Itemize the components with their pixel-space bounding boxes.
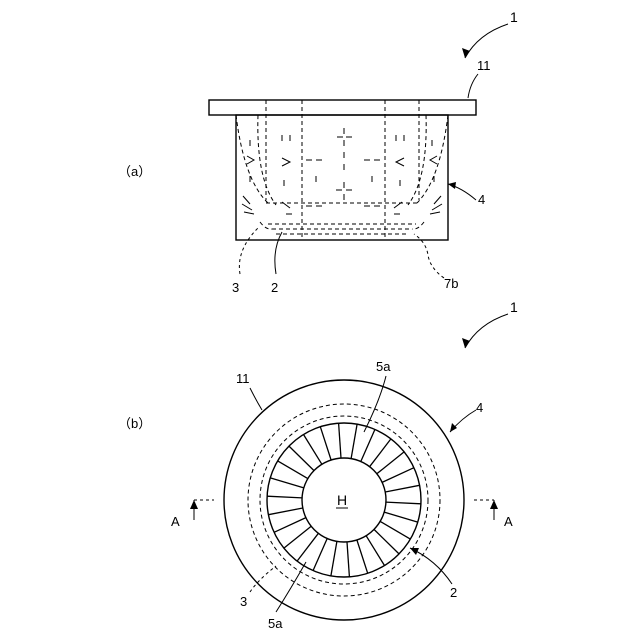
radial-fin [366,536,384,566]
radial-fin [374,529,399,554]
figure-b: （b） 1 H 11 5a 4 A [118,299,518,631]
figure-b-ref-11: 11 [236,371,250,386]
figure-a-ref-4: 4 [478,192,485,207]
radial-fin [304,435,322,465]
figure-b-ref-5a-top: 5a [376,359,391,374]
figure-a-ref-2: 2 [271,280,278,295]
radial-fin [384,512,418,522]
radial-fin [284,526,311,548]
figure-b-ref-1-arrowhead [462,338,470,348]
figure-a-ref-11-leader [468,74,478,98]
figure-b-ref-11-leader [250,388,262,410]
radial-fin [347,542,349,577]
figure-a-ref-3-leader [239,228,258,274]
radial-fin [361,430,375,462]
figure-a: （a） 1 11 [118,9,518,295]
figure-b-ref-5a-bottom-leader [276,562,306,612]
radial-fin [274,518,306,533]
radial-fin [268,508,302,515]
section-marker-left: A [171,500,214,529]
figure-a-ref-11: 11 [477,58,491,73]
center-hole-label: H [337,492,347,508]
radial-fin [270,478,304,488]
figure-a-ref-4-arrowhead [448,182,456,189]
figure-b-label: （b） [118,416,151,431]
radial-fin [297,533,318,561]
radial-fin [380,521,410,539]
figure-a-ref-3: 3 [232,280,239,295]
figure-b-ref-3: 3 [240,594,247,609]
figure-a-ref-1-leader [465,24,508,58]
figure-a-ref-1-arrowhead [462,48,470,58]
radial-fin [289,446,314,471]
radial-fin [320,427,331,460]
figure-a-ref-1: 1 [510,9,518,25]
figure-b-ref-4: 4 [476,400,483,415]
radial-fin [386,502,421,504]
figure-a-ref-2-leader [275,232,282,274]
radial-fin [385,485,419,492]
flange-top-plate [209,100,476,115]
radial-fin [357,540,368,573]
figure-b-ref-1-leader [465,314,508,348]
radial-fin [267,496,302,498]
section-label-left: A [171,514,180,529]
radial-fin [382,468,414,483]
section-marker-right: A [474,500,513,529]
radial-fin [339,423,341,458]
figure-b-ref-2: 2 [450,585,457,600]
radial-fin [377,452,404,474]
figure-a-label: （a） [118,164,151,179]
radial-fin [313,539,327,571]
figure-b-ref-4-arrowhead [450,423,457,432]
section-label-right: A [504,514,513,529]
figure-a-ref-7b: 7b [444,276,458,291]
radial-fin [370,439,391,467]
figure-b-ref-5a-bottom: 5a [268,616,283,631]
radial-fin [351,424,357,459]
hidden-fin-marks [242,128,442,214]
radial-fin [278,461,308,479]
container-body [236,115,448,240]
figure-b-ref-1: 1 [510,299,518,315]
hidden-internal-lines [236,100,448,240]
radial-fin [331,541,337,576]
